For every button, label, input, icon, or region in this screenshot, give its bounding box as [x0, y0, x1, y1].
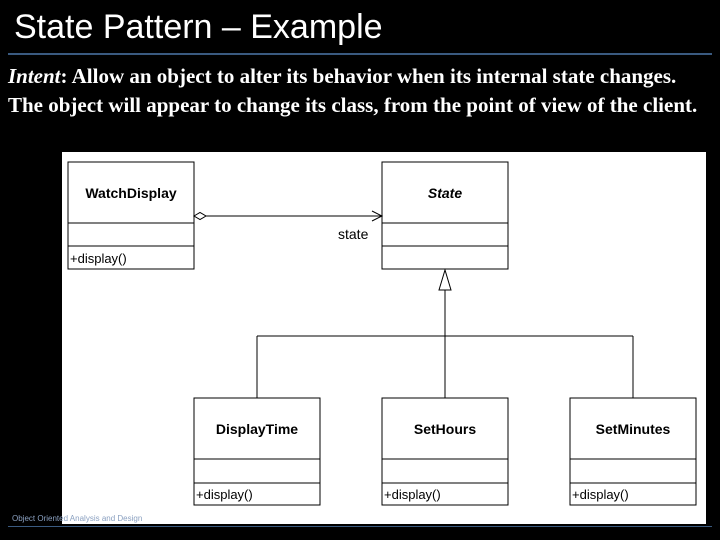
slide-title: State Pattern – Example [14, 8, 383, 46]
class-name-state: State [428, 185, 462, 201]
footer-divider [8, 526, 712, 527]
intent-text: : Allow an object to alter its behavior … [8, 64, 698, 117]
title-divider [8, 53, 712, 55]
operation-displaytime: +display() [196, 487, 253, 502]
intent-paragraph: Intent: Allow an object to alter its beh… [8, 62, 716, 120]
operation-sethours: +display() [384, 487, 441, 502]
association-state: state [193, 210, 384, 242]
operation-setminutes: +display() [572, 487, 629, 502]
arrowhead-icon [371, 210, 384, 222]
class-name-displaytime: DisplayTime [216, 421, 298, 437]
class-name-setminutes: SetMinutes [596, 421, 671, 437]
generalization-triangle-icon [438, 268, 452, 291]
uml-diagram-canvas: WatchDisplay +display() State state [67, 161, 697, 506]
class-watchdisplay: WatchDisplay +display() [67, 161, 195, 270]
class-setminutes: SetMinutes +display() [569, 397, 697, 506]
class-sethours: SetHours +display() [381, 397, 509, 506]
operation-watchdisplay: +display() [70, 251, 127, 266]
class-state: State [381, 161, 509, 270]
inheritance-lines [256, 268, 634, 398]
slide-footer: Object Oriented Analysis and Design [12, 514, 143, 523]
uml-class-diagram: WatchDisplay +display() State state [62, 152, 706, 524]
class-name-watchdisplay: WatchDisplay [85, 185, 176, 201]
aggregation-diamond-icon [193, 211, 207, 221]
association-label: state [338, 226, 369, 242]
class-displaytime: DisplayTime +display() [193, 397, 321, 506]
class-name-sethours: SetHours [414, 421, 476, 437]
intent-label: Intent [8, 64, 61, 88]
